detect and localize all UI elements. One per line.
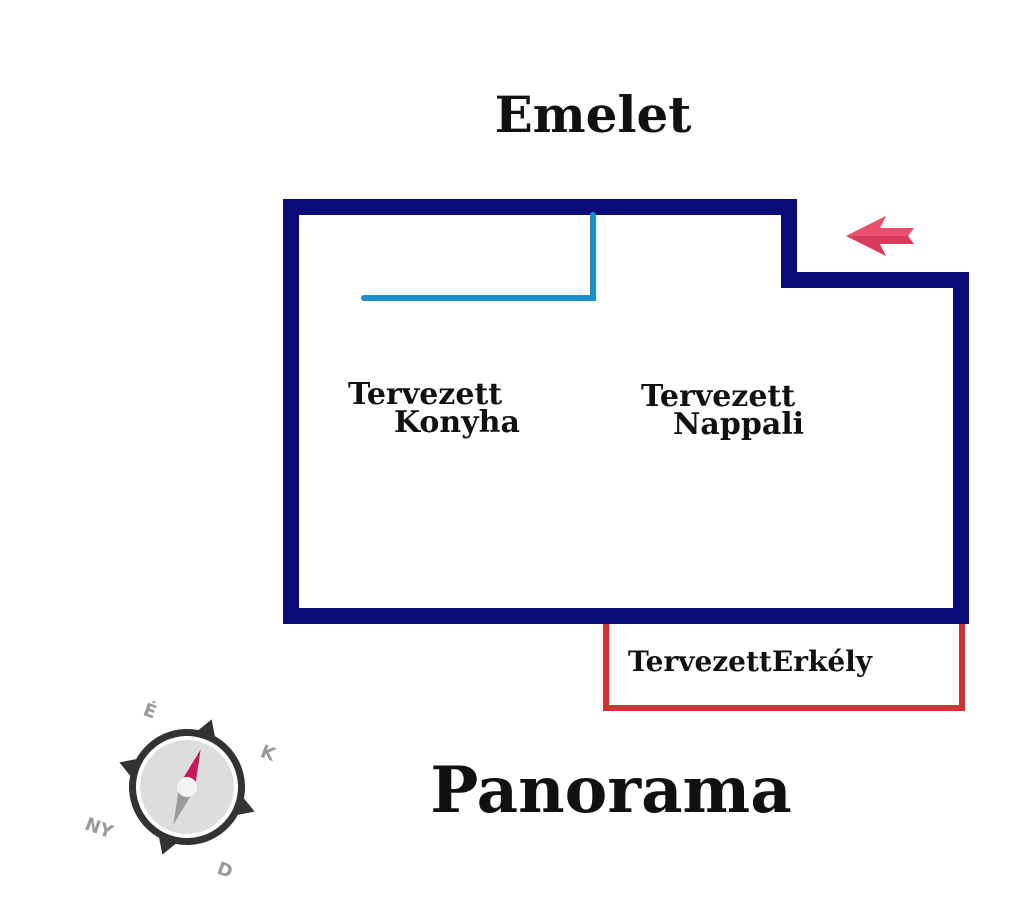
kitchen-label-line2: Konyha: [394, 405, 520, 440]
compass-icon: [119, 719, 255, 855]
outer-walls: [283, 199, 969, 624]
compass-west-label: NY: [82, 814, 116, 844]
view-label: Panorama: [430, 753, 791, 828]
kitchen-label-line1: Tervezett: [348, 377, 502, 412]
living-room-label-line1: Tervezett: [641, 379, 795, 414]
compass-east-label: K: [258, 741, 279, 766]
compass-south-label: D: [214, 858, 235, 883]
floor-title: Emelet: [495, 85, 692, 144]
living-room-label-line2: Nappali: [673, 407, 804, 442]
entrance-arrow-icon: [846, 216, 914, 256]
compass-north-label: É: [140, 699, 159, 724]
kitchen-partition-wall: [361, 212, 596, 301]
balcony-label: TervezettErkély: [628, 645, 873, 678]
balcony-outline: [603, 624, 965, 711]
